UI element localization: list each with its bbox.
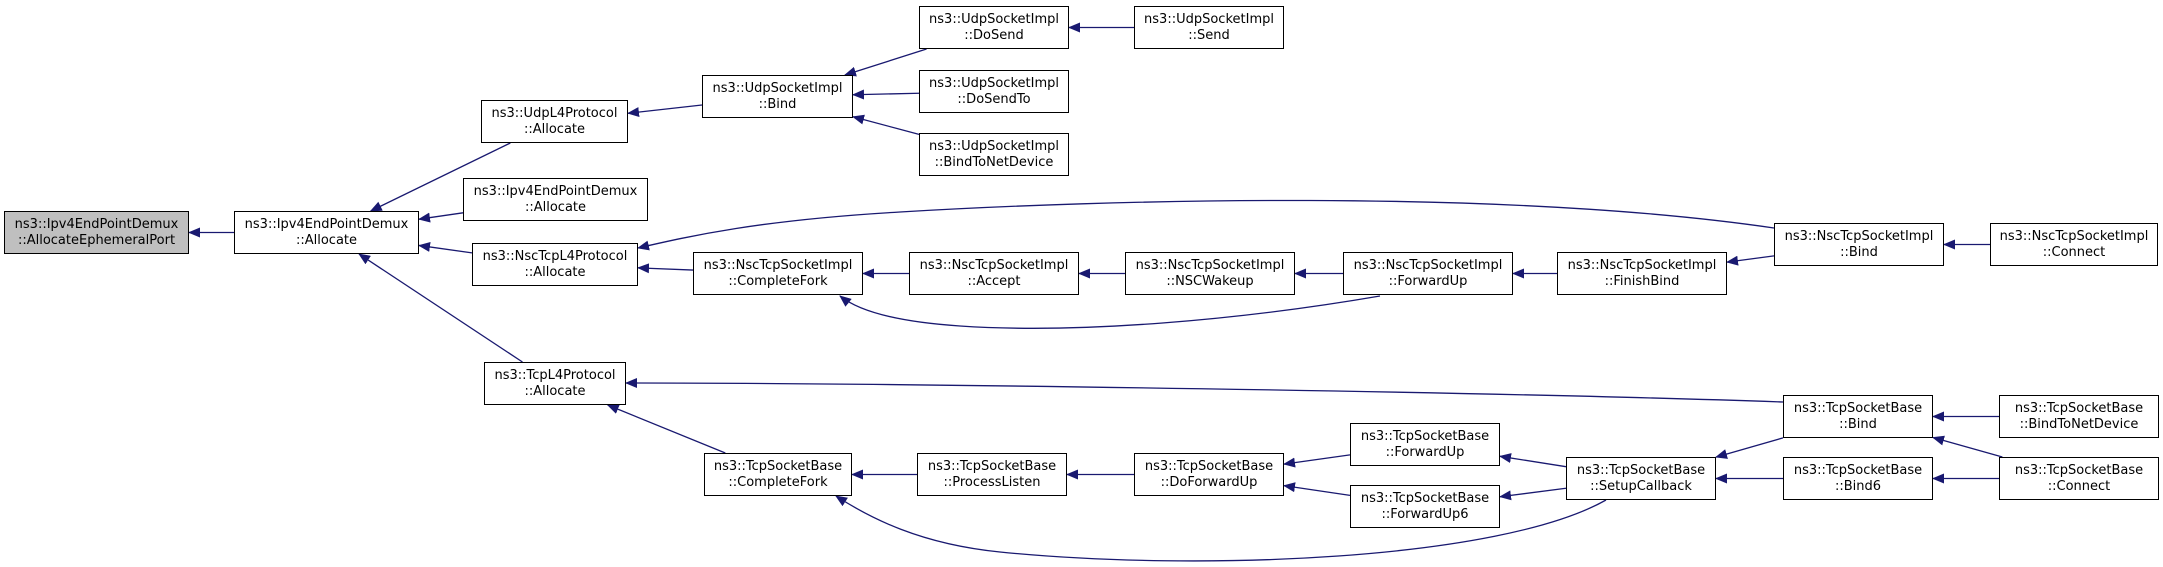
edge-nsc_alloc-to-demux_alloc [418,242,473,254]
node-udp_alloc[interactable]: ns3::UdpL4Protocol ::Allocate [481,100,628,143]
edge-nsc_bind-to-nsc_finishbind [1726,255,1775,266]
edge-nsc_forwardup-to-nsc_completefork [839,295,1381,329]
node-tcp_alloc[interactable]: ns3::TcpL4Protocol ::Allocate [484,362,626,405]
edge-demux_alloc2-to-demux_alloc [418,212,464,223]
node-tcp_forwardup[interactable]: ns3::TcpSocketBase ::ForwardUp [1350,423,1500,466]
node-nsc_forwardup[interactable]: ns3::NscTcpSocketImpl ::ForwardUp [1343,252,1513,295]
node-udp_dosendto[interactable]: ns3::UdpSocketImpl ::DoSendTo [919,70,1069,113]
edge-tcp_setupcallback-to-tcp_completefork [835,495,1607,562]
node-nsc_wakeup[interactable]: ns3::NscTcpSocketImpl ::NSCWakeup [1125,252,1295,295]
node-demux_alloc2[interactable]: ns3::Ipv4EndPointDemux ::Allocate [463,178,648,221]
edge-udp_alloc-to-demux_alloc [369,142,511,212]
node-tcp_forwardup6[interactable]: ns3::TcpSocketBase ::ForwardUp6 [1350,485,1500,528]
node-udp_dosend[interactable]: ns3::UdpSocketImpl ::DoSend [919,6,1069,49]
edge-udp_bind-to-udp_alloc [627,104,703,118]
edge-udp_dosend-to-udp_bind [844,48,927,77]
node-nsc_finishbind[interactable]: ns3::NscTcpSocketImpl ::FinishBind [1557,252,1727,295]
node-tcp_connect[interactable]: ns3::TcpSocketBase ::Connect [1999,457,2159,500]
node-tcp_processlisten[interactable]: ns3::TcpSocketBase ::ProcessListen [917,453,1067,496]
node-demux_alloc[interactable]: ns3::Ipv4EndPointDemux ::Allocate [234,211,419,254]
edge-tcp_setupcallback-to-tcp_forwardup6 [1499,487,1567,501]
node-nsc_connect[interactable]: ns3::NscTcpSocketImpl ::Connect [1990,223,2158,266]
edge-tcp_bind-to-tcp_setupcallback [1715,437,1784,459]
edge-udp_bindtonet-to-udp_bind [852,114,920,136]
node-nsc_accept[interactable]: ns3::NscTcpSocketImpl ::Accept [909,252,1079,295]
edge-tcp_connect-to-tcp_bind [1932,435,2003,458]
node-tcp_doforwardup[interactable]: ns3::TcpSocketBase ::DoForwardUp [1134,453,1284,496]
node-nsc_alloc[interactable]: ns3::NscTcpL4Protocol ::Allocate [472,243,638,286]
edge-tcp_setupcallback-to-tcp_forwardup [1499,453,1567,468]
node-tcp_bind[interactable]: ns3::TcpSocketBase ::Bind [1783,395,1933,438]
edge-tcp_alloc-to-demux_alloc [358,253,523,363]
node-udp_bindtonet[interactable]: ns3::UdpSocketImpl ::BindToNetDevice [919,133,1069,176]
edge-nsc_completefork-to-nsc_alloc [637,263,694,274]
edge-tcp_completefork-to-tcp_alloc [606,404,726,454]
edge-tcp_forwardup6-to-tcp_doforwardup [1283,482,1351,497]
edge-nsc_bind-to-nsc_alloc [637,199,1775,251]
node-tcp_bindtonet[interactable]: ns3::TcpSocketBase ::BindToNetDevice [1999,395,2159,438]
node-udp_send[interactable]: ns3::UdpSocketImpl ::Send [1134,6,1284,49]
node-tcp_bind6[interactable]: ns3::TcpSocketBase ::Bind6 [1783,457,1933,500]
node-tcp_setupcallback[interactable]: ns3::TcpSocketBase ::SetupCallback [1566,457,1716,500]
node-nsc_completefork[interactable]: ns3::NscTcpSocketImpl ::CompleteFork [693,252,863,295]
edge-tcp_forwardup-to-tcp_doforwardup [1283,454,1351,468]
edge-tcp_bind-to-tcp_alloc [625,378,1784,403]
node-nsc_bind[interactable]: ns3::NscTcpSocketImpl ::Bind [1774,223,1944,266]
node-tcp_completefork[interactable]: ns3::TcpSocketBase ::CompleteFork [704,453,852,496]
edge-udp_dosendto-to-udp_bind [852,89,920,100]
node-root: ns3::Ipv4EndPointDemux ::AllocateEphemer… [4,211,189,254]
node-udp_bind[interactable]: ns3::UdpSocketImpl ::Bind [702,75,853,118]
